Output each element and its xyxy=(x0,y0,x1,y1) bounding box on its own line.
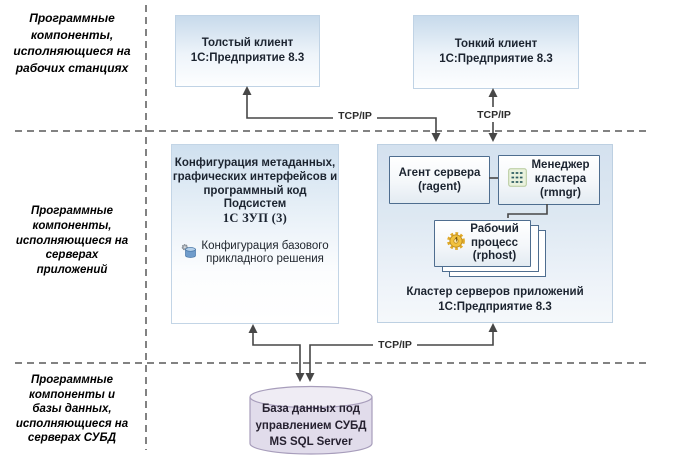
base-configuration-item: Конфигурация базового прикладного решени… xyxy=(172,240,338,266)
application-server-cluster-box: Агент сервера (ragent) Менеджер кластера… xyxy=(377,144,613,323)
worker-process-icon xyxy=(446,231,466,256)
database-label: База данных под управлением СУБД MS SQL … xyxy=(255,403,367,448)
configuration-title: Конфигурация метаданных, графических инт… xyxy=(172,157,338,226)
row-label-db-servers: Программные компоненты и базы данных, ис… xyxy=(15,374,129,444)
config-database-icon xyxy=(181,241,197,264)
configuration-box: Конфигурация метаданных, графических инт… xyxy=(171,144,339,324)
cluster-manager-box: Менеджер кластера (rmngr) xyxy=(498,155,600,205)
server-agent-box: Агент сервера (ragent) xyxy=(389,156,490,204)
row-label-workstations: Программные компоненты, исполняющиеся на… xyxy=(13,11,131,75)
tcpip-label-bottom: TCP/IP xyxy=(373,337,417,352)
row-label-app-servers: Программные компоненты, исполняющиеся на… xyxy=(15,205,129,277)
thin-client-title: Тонкий клиент xyxy=(454,38,538,50)
server-agent-label: Агент сервера xyxy=(398,166,481,179)
thick-client-box: Толстый клиент 1С:Предприятие 8.3 xyxy=(175,15,320,87)
cluster-manager-icon xyxy=(508,168,528,192)
tcpip-label-top-left: TCP/IP xyxy=(333,108,377,123)
thin-client-subtitle: 1С:Предприятие 8.3 xyxy=(439,53,553,65)
cluster-caption: Кластер серверов приложений 1С:Предприят… xyxy=(406,286,584,313)
cluster-manager-label: Менеджер кластера (rmngr) xyxy=(531,159,590,199)
thin-client-box: Тонкий клиент 1С:Предприятие 8.3 xyxy=(413,15,579,89)
tcpip-label-top-right: TCP/IP xyxy=(472,107,516,122)
base-configuration-label: Конфигурация базового прикладного решени… xyxy=(201,239,329,265)
worker-process-label: Рабочий процесс (rphost) xyxy=(470,223,519,263)
server-agent-process: (ragent) xyxy=(418,181,461,193)
thick-client-subtitle: 1С:Предприятие 8.3 xyxy=(190,52,305,64)
worker-process-box: Рабочий процесс (rphost) xyxy=(434,220,531,267)
thick-client-title: Толстый клиент xyxy=(201,37,294,49)
database-cylinder: База данных под управлением СУБД MS SQL … xyxy=(249,385,373,455)
database-cylinder-shape xyxy=(249,385,373,455)
cluster-database-connection xyxy=(305,323,498,382)
config-database-connection xyxy=(248,324,305,382)
